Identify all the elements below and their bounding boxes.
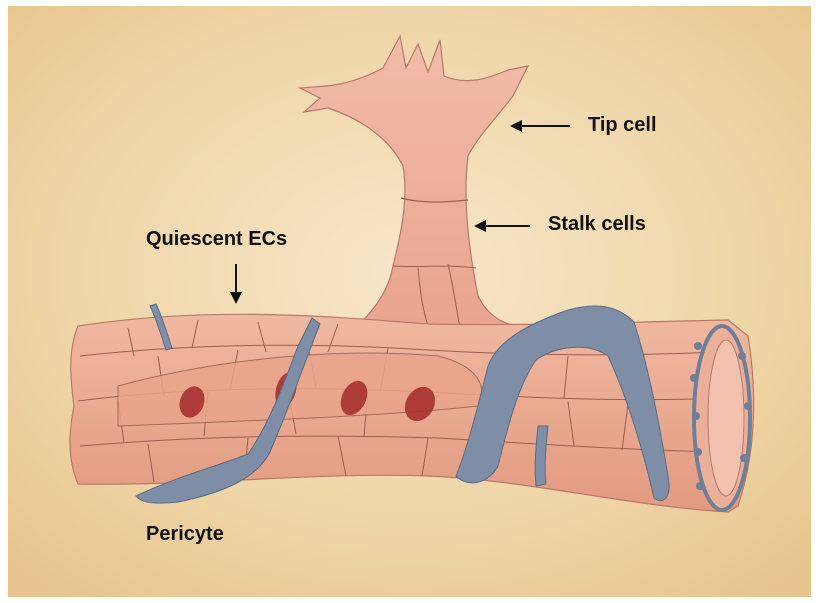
angiogenesis-diagram: [8, 6, 811, 597]
vessel-lumen-inner: [708, 340, 744, 496]
pericyte-label: Pericyte: [146, 523, 224, 546]
watercolor-illustration: [8, 6, 811, 597]
quiescent-ecs-label: Quiescent ECs: [146, 228, 287, 251]
stalk-cells-label: Stalk cells: [548, 213, 646, 236]
stalk-cells-arrow: [472, 216, 536, 236]
tip-cell-label: Tip cell: [588, 114, 657, 137]
tip-cell-arrow: [508, 116, 578, 136]
quiescent-ecs-arrow: [226, 262, 246, 306]
